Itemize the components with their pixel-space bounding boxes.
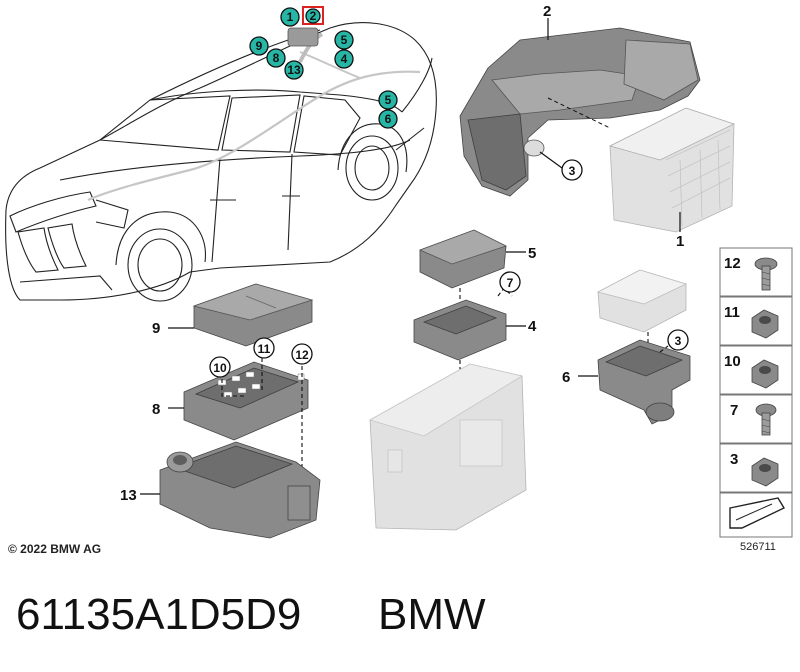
fastener-legend: 12 11 10 7 3 xyxy=(719,247,793,538)
part-3-callout-bracket[interactable]: 3 xyxy=(659,329,689,353)
svg-text:12: 12 xyxy=(295,348,309,362)
car-callout-6[interactable]: 6 xyxy=(378,109,398,129)
svg-text:2: 2 xyxy=(310,9,317,23)
svg-text:10: 10 xyxy=(213,361,227,375)
svg-text:5: 5 xyxy=(341,33,348,47)
svg-text:11: 11 xyxy=(258,342,271,356)
car-callout-5-side[interactable]: 5 xyxy=(378,90,398,110)
part-6-bracket: 6 xyxy=(562,339,691,425)
svg-text:6: 6 xyxy=(385,112,392,126)
part-2-housing: 2 xyxy=(459,3,701,197)
legend-item-7[interactable]: 7 xyxy=(719,394,793,444)
svg-text:3: 3 xyxy=(569,164,576,178)
legend-item-3[interactable]: 3 xyxy=(719,443,793,493)
svg-text:13: 13 xyxy=(287,63,301,77)
svg-text:5: 5 xyxy=(528,245,536,262)
legend-item-10[interactable]: 10 xyxy=(719,345,793,395)
car-callout-5-top[interactable]: 5 xyxy=(334,30,354,50)
part-7-callout[interactable]: 7 xyxy=(497,271,521,297)
part-10-callout[interactable]: 10 xyxy=(209,356,246,397)
part-3-callout-housing[interactable]: 3 xyxy=(539,151,583,181)
car-callout-1[interactable]: 1 xyxy=(280,7,300,27)
part-11-callout[interactable]: 11 xyxy=(253,337,275,392)
diagram-number: 526711 xyxy=(740,541,776,553)
car-callout-4[interactable]: 4 xyxy=(334,49,354,69)
part-8-holder: 8 xyxy=(152,361,309,441)
bracket-arrow-icon xyxy=(729,497,785,529)
svg-text:8: 8 xyxy=(273,51,280,65)
legend-item-12[interactable]: 12 xyxy=(719,247,793,297)
svg-text:12: 12 xyxy=(724,255,741,272)
svg-text:10: 10 xyxy=(724,353,741,370)
car-callout-8[interactable]: 8 xyxy=(266,48,286,68)
svg-text:5: 5 xyxy=(385,93,392,107)
svg-text:11: 11 xyxy=(724,304,740,321)
brand-name: BMW xyxy=(378,590,486,639)
car-callout-13[interactable]: 13 xyxy=(284,60,304,80)
svg-text:7: 7 xyxy=(730,402,738,419)
svg-text:6: 6 xyxy=(562,369,570,386)
svg-text:4: 4 xyxy=(341,52,348,66)
svg-text:4: 4 xyxy=(528,318,537,335)
svg-text:1: 1 xyxy=(287,10,294,24)
car-outline xyxy=(5,22,437,302)
svg-text:9: 9 xyxy=(152,320,160,337)
car-callout-2[interactable]: 2 xyxy=(302,6,324,25)
svg-text:2: 2 xyxy=(543,3,551,20)
svg-text:9: 9 xyxy=(256,39,263,53)
svg-text:3: 3 xyxy=(675,334,682,348)
battery-ghost xyxy=(368,363,527,531)
part-4-bracket: 4 xyxy=(413,299,537,361)
car-callouts: 1 2 5 9 8 4 13 5 xyxy=(249,6,398,129)
part-number-title: 61135A1D5D9 xyxy=(16,590,302,639)
svg-text:13: 13 xyxy=(120,487,137,504)
svg-text:3: 3 xyxy=(730,451,738,468)
part-12-callout[interactable]: 12 xyxy=(291,343,313,490)
part-13-mount: 13 xyxy=(120,441,321,539)
legend-item-11[interactable]: 11 xyxy=(719,296,793,346)
copyright-text: © 2022 BMW AG xyxy=(8,542,102,556)
part-9-lid: 9 xyxy=(152,283,314,347)
part-6-module xyxy=(596,269,688,333)
svg-text:7: 7 xyxy=(507,276,514,290)
svg-text:8: 8 xyxy=(152,401,160,418)
svg-text:1: 1 xyxy=(676,233,684,250)
part-5-cover: 5 xyxy=(418,229,536,289)
car-callout-9[interactable]: 9 xyxy=(249,36,269,56)
part-1-fuse-box: 1 xyxy=(609,107,735,250)
legend-arrow-cell xyxy=(719,492,793,538)
